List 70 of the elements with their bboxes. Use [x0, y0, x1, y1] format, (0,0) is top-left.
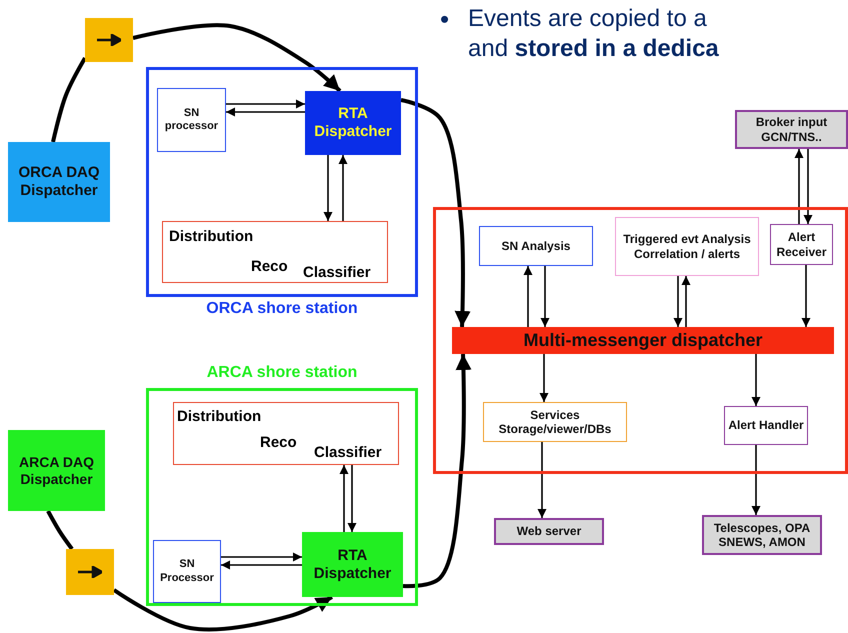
process-box — [157, 88, 226, 152]
arrow — [794, 149, 804, 224]
external-box — [494, 518, 604, 545]
node-label: ORCA DAQ Dispatcher — [17, 164, 101, 200]
arrow — [132, 23, 342, 92]
stage-label: Classifier — [303, 264, 371, 281]
dispatcher-bar — [452, 327, 834, 354]
arrow — [540, 354, 548, 402]
node-label: Telescopes, OPA SNEWS, AMON — [712, 520, 812, 550]
process-box — [173, 402, 399, 465]
dispatcher-box — [8, 142, 110, 222]
node-label: ARCA DAQ Dispatcher — [18, 454, 95, 488]
note-text: Events are copied to a and stored in a dedica — [468, 4, 720, 64]
connector-line — [51, 57, 87, 142]
arrow — [682, 276, 690, 327]
node-label: SN Processor — [159, 558, 215, 585]
arrow-tile — [66, 549, 114, 595]
arrow — [524, 266, 532, 327]
process-box — [153, 540, 221, 603]
arrow — [324, 155, 332, 221]
node-label: SN processor — [164, 106, 220, 134]
node-label: Broker input GCN/TNS.. — [754, 115, 828, 144]
arrow — [226, 108, 305, 116]
node-label: Alert Receiver — [775, 230, 828, 259]
bullet: • — [440, 4, 450, 34]
stage-label: Reco — [251, 258, 288, 275]
stage-label: Reco — [260, 434, 297, 451]
arrow — [674, 276, 682, 327]
process-box — [479, 226, 593, 266]
process-box — [162, 221, 388, 283]
arrow — [348, 465, 356, 532]
node-label: SN Analysis — [500, 238, 572, 254]
stage-label: Distribution — [169, 228, 254, 245]
node-label: RTA Dispatcher — [312, 546, 392, 582]
node-label: Triggered evt Analysis Correlation / alerts — [622, 232, 752, 261]
connector-line — [46, 510, 74, 550]
external-box — [735, 110, 848, 149]
process-box — [770, 224, 833, 265]
arrow — [540, 266, 550, 327]
dispatcher-box — [305, 91, 401, 155]
arrow — [340, 465, 348, 532]
node-label: Multi-messenger dispatcher — [522, 330, 764, 352]
arrow — [802, 265, 810, 327]
arrow — [226, 100, 305, 108]
arrow-tile — [85, 18, 133, 62]
node-label: Alert Handler — [727, 418, 805, 433]
station-heading: ARCA shore station — [206, 364, 358, 382]
arrow — [112, 588, 333, 632]
dispatcher-box — [302, 532, 403, 597]
arrow — [804, 149, 812, 224]
arrow — [752, 354, 760, 406]
process-box — [483, 402, 627, 442]
station-heading: ORCA shore station — [205, 300, 359, 318]
process-box — [724, 406, 808, 445]
node-label: Services Storage/viewer/DBs — [498, 408, 612, 436]
system-frame — [433, 207, 848, 474]
dispatcher-box — [8, 430, 105, 511]
arrow — [402, 354, 472, 588]
node-label: RTA Dispatcher — [313, 105, 393, 141]
arrow — [538, 442, 546, 518]
arrow — [338, 155, 348, 221]
stage-label: Distribution — [177, 408, 262, 425]
arrow — [752, 445, 760, 515]
arrow — [221, 552, 302, 562]
external-box — [702, 515, 822, 555]
process-box — [615, 217, 759, 276]
node-label: Web server — [516, 524, 582, 539]
arrow — [400, 98, 471, 328]
stage-label: Classifier — [314, 444, 382, 461]
arrow — [221, 560, 302, 570]
